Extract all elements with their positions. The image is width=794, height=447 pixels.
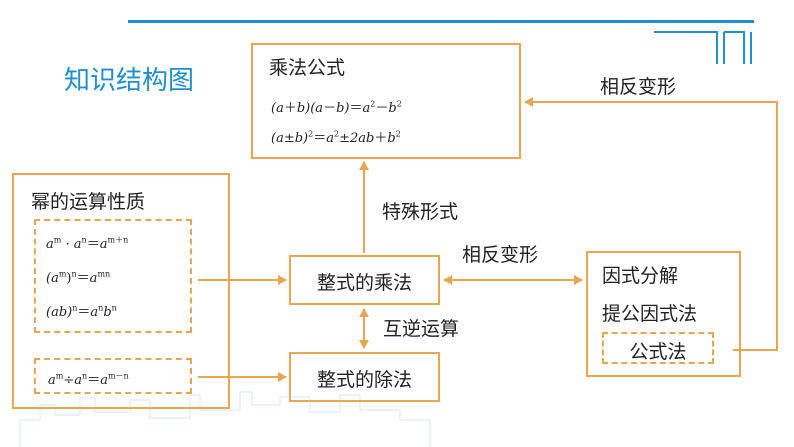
polynomial-division-label: 整式的除法: [316, 369, 412, 391]
edge-label-inverse-transform-middle: 相反变形: [462, 244, 539, 266]
header-line: [128, 20, 754, 23]
polynomial-multiplication-box: 整式的乘法: [289, 255, 440, 305]
factorization-method-common-factor: 提公因式法: [602, 303, 698, 325]
formula-perfect-square: (a±b)2＝a2±2ab＋b2: [271, 129, 401, 146]
formula-power-of-product: (ab)n＝anbn: [46, 303, 117, 320]
division-rule-group: am÷an＝am－n: [34, 358, 192, 394]
edge-label-inverse-transform-top: 相反变形: [600, 76, 677, 98]
multiplication-formula-box: 乘法公式 (a＋b)(a－b)＝a2－b2 (a±b)2＝a2±2ab＋b2: [251, 43, 521, 159]
factorization-box: 因式分解 提公因式法 公式法: [586, 251, 741, 377]
page-title: 知识结构图: [64, 66, 195, 96]
formula-difference-of-squares: (a＋b)(a－b)＝a2－b2: [271, 99, 402, 116]
arrow-formula-method-to-multiplication-formula: [524, 97, 778, 351]
factorization-method-formula: 公式法: [629, 341, 687, 363]
power-properties-formula-group: am · an＝am＋n (am)n＝amn (ab)n＝anbn: [34, 219, 192, 333]
edge-label-special-form: 特殊形式: [382, 201, 459, 223]
factorization-method-formula-box: 公式法: [602, 332, 714, 364]
formula-power-of-power: (am)n＝amn: [46, 269, 111, 286]
multiplication-formula-title: 乘法公式: [269, 57, 346, 79]
formula-quotient-of-powers: am÷an＝am－n: [48, 371, 129, 388]
power-properties-box: 幂的运算性质 am · an＝am＋n (am)n＝amn (ab)n＝anbn…: [12, 173, 230, 409]
polynomial-division-box: 整式的除法: [289, 352, 440, 402]
factorization-title: 因式分解: [602, 265, 679, 287]
power-properties-title: 幂的运算性质: [31, 191, 146, 213]
polynomial-multiplication-label: 整式的乘法: [316, 272, 412, 294]
formula-product-of-powers: am · an＝am＋n: [46, 235, 129, 252]
edge-label-inverse-operation: 互逆运算: [383, 318, 460, 340]
